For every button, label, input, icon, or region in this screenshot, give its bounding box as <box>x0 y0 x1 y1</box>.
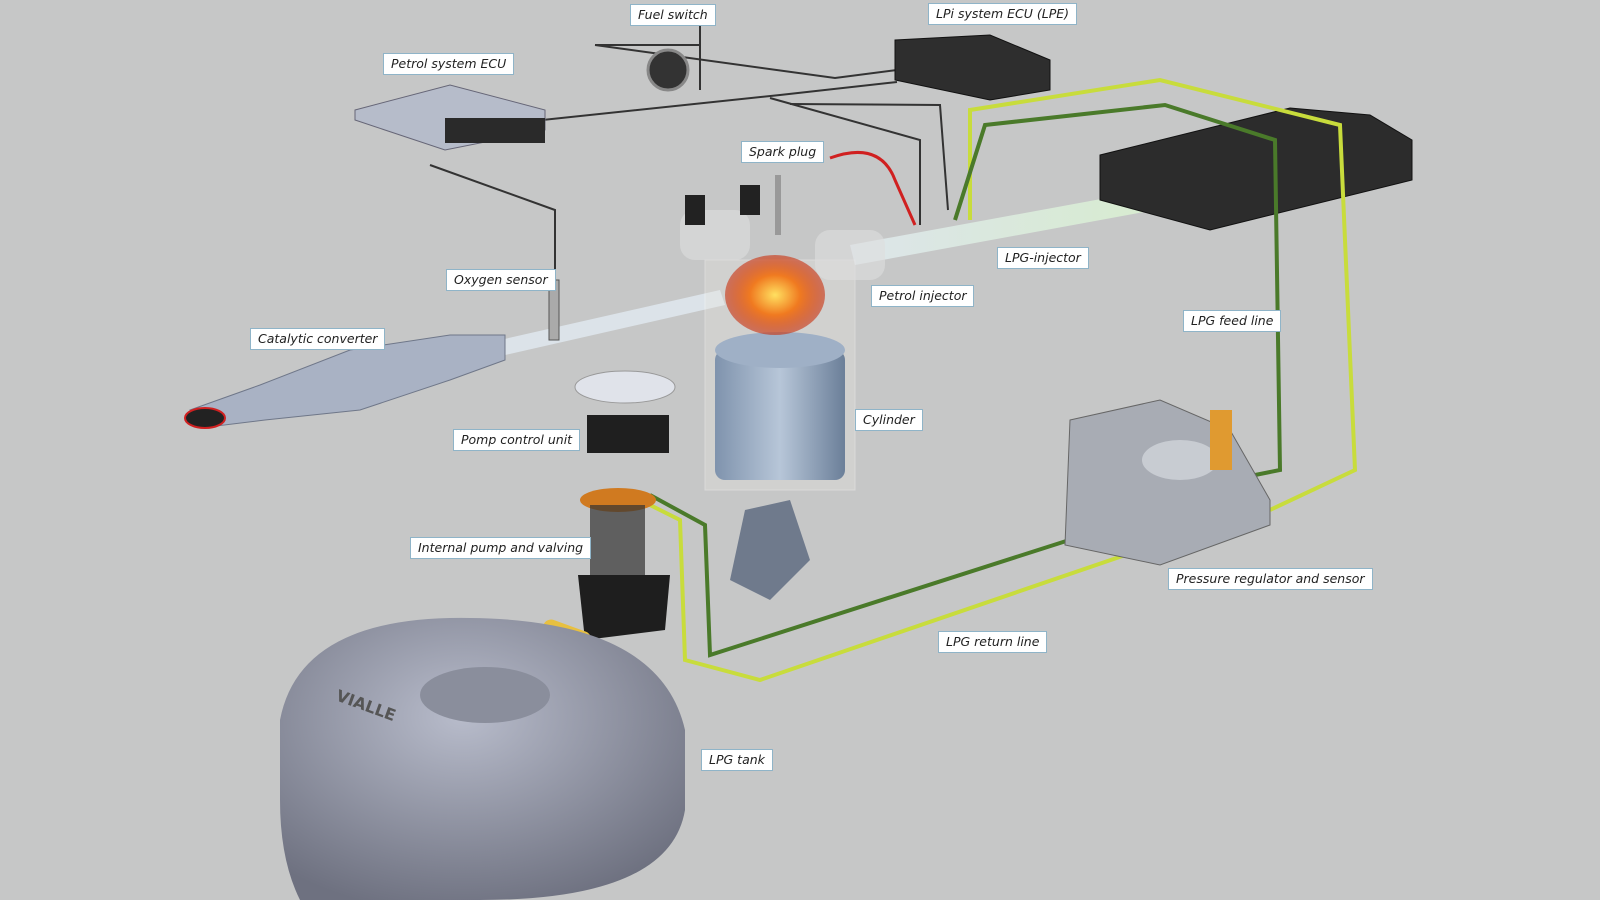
label-catalytic-converter: Catalytic converter <box>250 328 386 350</box>
label-petrol-injector: Petrol injector <box>871 285 975 307</box>
label-pump-control-unit: Pomp control unit <box>453 429 581 451</box>
spark-plug-wire <box>829 150 917 226</box>
label-spark-plug: Spark plug <box>741 141 825 163</box>
label-lpg-tank: LPG tank <box>701 749 773 771</box>
label-lpi-ecu: LPi system ECU (LPE) <box>928 3 1078 25</box>
intake-pipe <box>850 190 1155 265</box>
label-lpg-return-line: LPG return line <box>938 631 1048 653</box>
fuel-switch <box>646 48 690 92</box>
label-internal-pump: Internal pump and valving <box>410 537 592 559</box>
label-fuel-switch: Fuel switch <box>630 4 716 26</box>
catalytic-converter <box>184 334 506 429</box>
label-pressure-regulator: Pressure regulator and sensor <box>1168 568 1373 590</box>
pump-control-unit <box>587 415 669 453</box>
label-oxygen-sensor: Oxygen sensor <box>446 269 556 291</box>
label-lpg-feed-line: LPG feed line <box>1183 310 1282 332</box>
label-petrol-ecu: Petrol system ECU <box>383 53 515 75</box>
wiring <box>429 10 949 285</box>
label-lpg-injector: LPG-injector <box>997 247 1089 269</box>
air-filter-box <box>1099 107 1413 231</box>
pressure-regulator <box>1064 399 1271 566</box>
engine-cylinder <box>680 175 885 600</box>
lpg-return-line <box>953 102 1283 482</box>
pump-cover <box>574 370 676 404</box>
lpg-feed-line <box>968 77 1358 512</box>
lpg-feed-line-lower <box>639 498 1141 683</box>
petrol-ecu <box>354 84 546 151</box>
label-cylinder: Cylinder <box>855 409 923 431</box>
lpg-return-line-lower <box>649 493 1086 658</box>
exhaust-pipe <box>500 290 725 355</box>
lpi-ecu <box>894 34 1051 101</box>
lpg-tank: VIALLE <box>280 617 685 900</box>
